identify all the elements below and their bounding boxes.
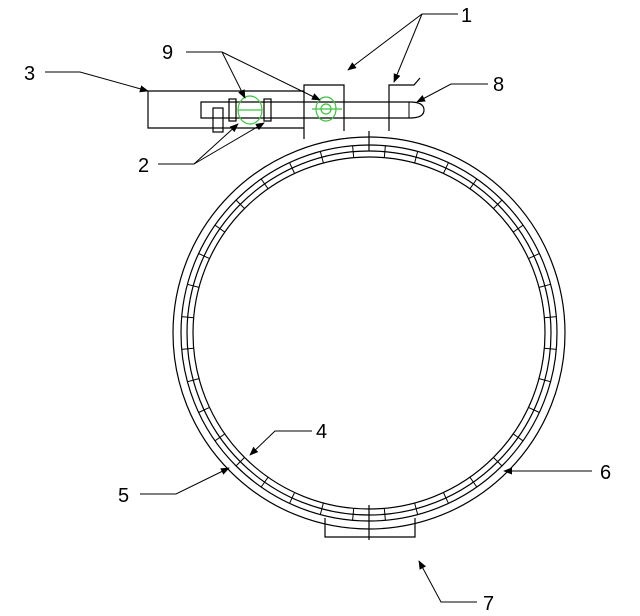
liner-segment-mark	[214, 433, 226, 442]
label-8: 8	[493, 74, 504, 96]
liner-segment-mark	[544, 347, 557, 350]
liner-segment-mark	[319, 502, 324, 515]
liner-segment-mark	[260, 178, 269, 190]
bottom-block-outline	[324, 518, 416, 538]
liner-segment-mark	[528, 406, 540, 413]
liner-segment-mark	[442, 162, 449, 174]
leader-4	[249, 430, 312, 456]
liner-segment-mark	[383, 145, 386, 158]
leader-2b	[193, 122, 265, 165]
outer-hoop-outer-edge	[172, 136, 566, 530]
liner-segment-mark	[235, 457, 245, 467]
clamp-ring	[172, 136, 566, 530]
leader-1	[347, 13, 458, 71]
liner-segment-mark	[187, 283, 200, 288]
liner-segment-mark	[198, 253, 210, 260]
bolt-collar	[212, 107, 224, 133]
label-3: 3	[24, 63, 35, 85]
part-labels: 1 9 3 8 2 4 5 6 7	[24, 5, 611, 615]
top-lugs	[303, 77, 421, 139]
liner-segment-mark	[214, 224, 226, 233]
liner-segment-marks	[181, 145, 557, 521]
liner-segment-mark	[538, 378, 551, 383]
liner-segment-mark	[469, 178, 478, 190]
liner-segment-mark	[469, 476, 478, 488]
liner-segment-mark	[383, 508, 386, 521]
leader-1b	[393, 13, 423, 83]
mounting-bracket	[147, 90, 304, 129]
liner-segment-mark	[512, 224, 524, 233]
liner-segment-mark	[181, 316, 194, 319]
label-2: 2	[138, 155, 149, 177]
liner-segment-mark	[493, 199, 503, 209]
leader-2	[158, 123, 239, 165]
label-5: 5	[118, 485, 129, 507]
liner-segment-mark	[538, 283, 551, 288]
liner-segment-mark	[544, 316, 557, 319]
lock-nuts	[212, 98, 272, 133]
tension-bolt	[200, 101, 425, 119]
liner-segment-mark	[187, 378, 200, 383]
leader-9b	[221, 51, 321, 101]
liner-segment-mark	[414, 502, 419, 515]
label-1: 1	[461, 5, 472, 27]
right-nut	[263, 98, 272, 122]
liner-segment-mark	[512, 433, 524, 442]
label-7: 7	[483, 593, 494, 615]
liner-segment-mark	[235, 199, 245, 209]
locating-washers	[237, 95, 342, 125]
leader-8	[416, 83, 488, 103]
liner-segment-mark	[198, 406, 210, 413]
liner-segment-mark	[289, 162, 296, 174]
leader-3	[45, 71, 149, 93]
left-nut	[228, 98, 237, 122]
liner-segment-mark	[260, 476, 269, 488]
bolt-shank	[200, 101, 425, 119]
liner-segment-mark	[528, 253, 540, 260]
right-lug-plate	[388, 77, 421, 131]
liner-segment-mark	[181, 347, 194, 350]
leader-7	[418, 560, 477, 603]
label-6: 6	[600, 462, 611, 484]
liner-segment-mark	[414, 151, 419, 164]
liner-segment-mark	[289, 492, 296, 504]
left-lug-plate	[303, 84, 345, 139]
liner-inner-edge	[192, 156, 546, 510]
leader-lines	[45, 13, 592, 603]
liner-segment-mark	[493, 457, 503, 467]
leader-5	[140, 467, 230, 495]
label-4: 4	[316, 421, 327, 443]
bottom-block	[324, 505, 416, 540]
liner-segment-mark	[352, 508, 355, 521]
liner-segment-mark	[352, 145, 355, 158]
liner-segment-mark	[442, 492, 449, 504]
label-9: 9	[162, 42, 173, 64]
liner-segment-mark	[319, 151, 324, 164]
